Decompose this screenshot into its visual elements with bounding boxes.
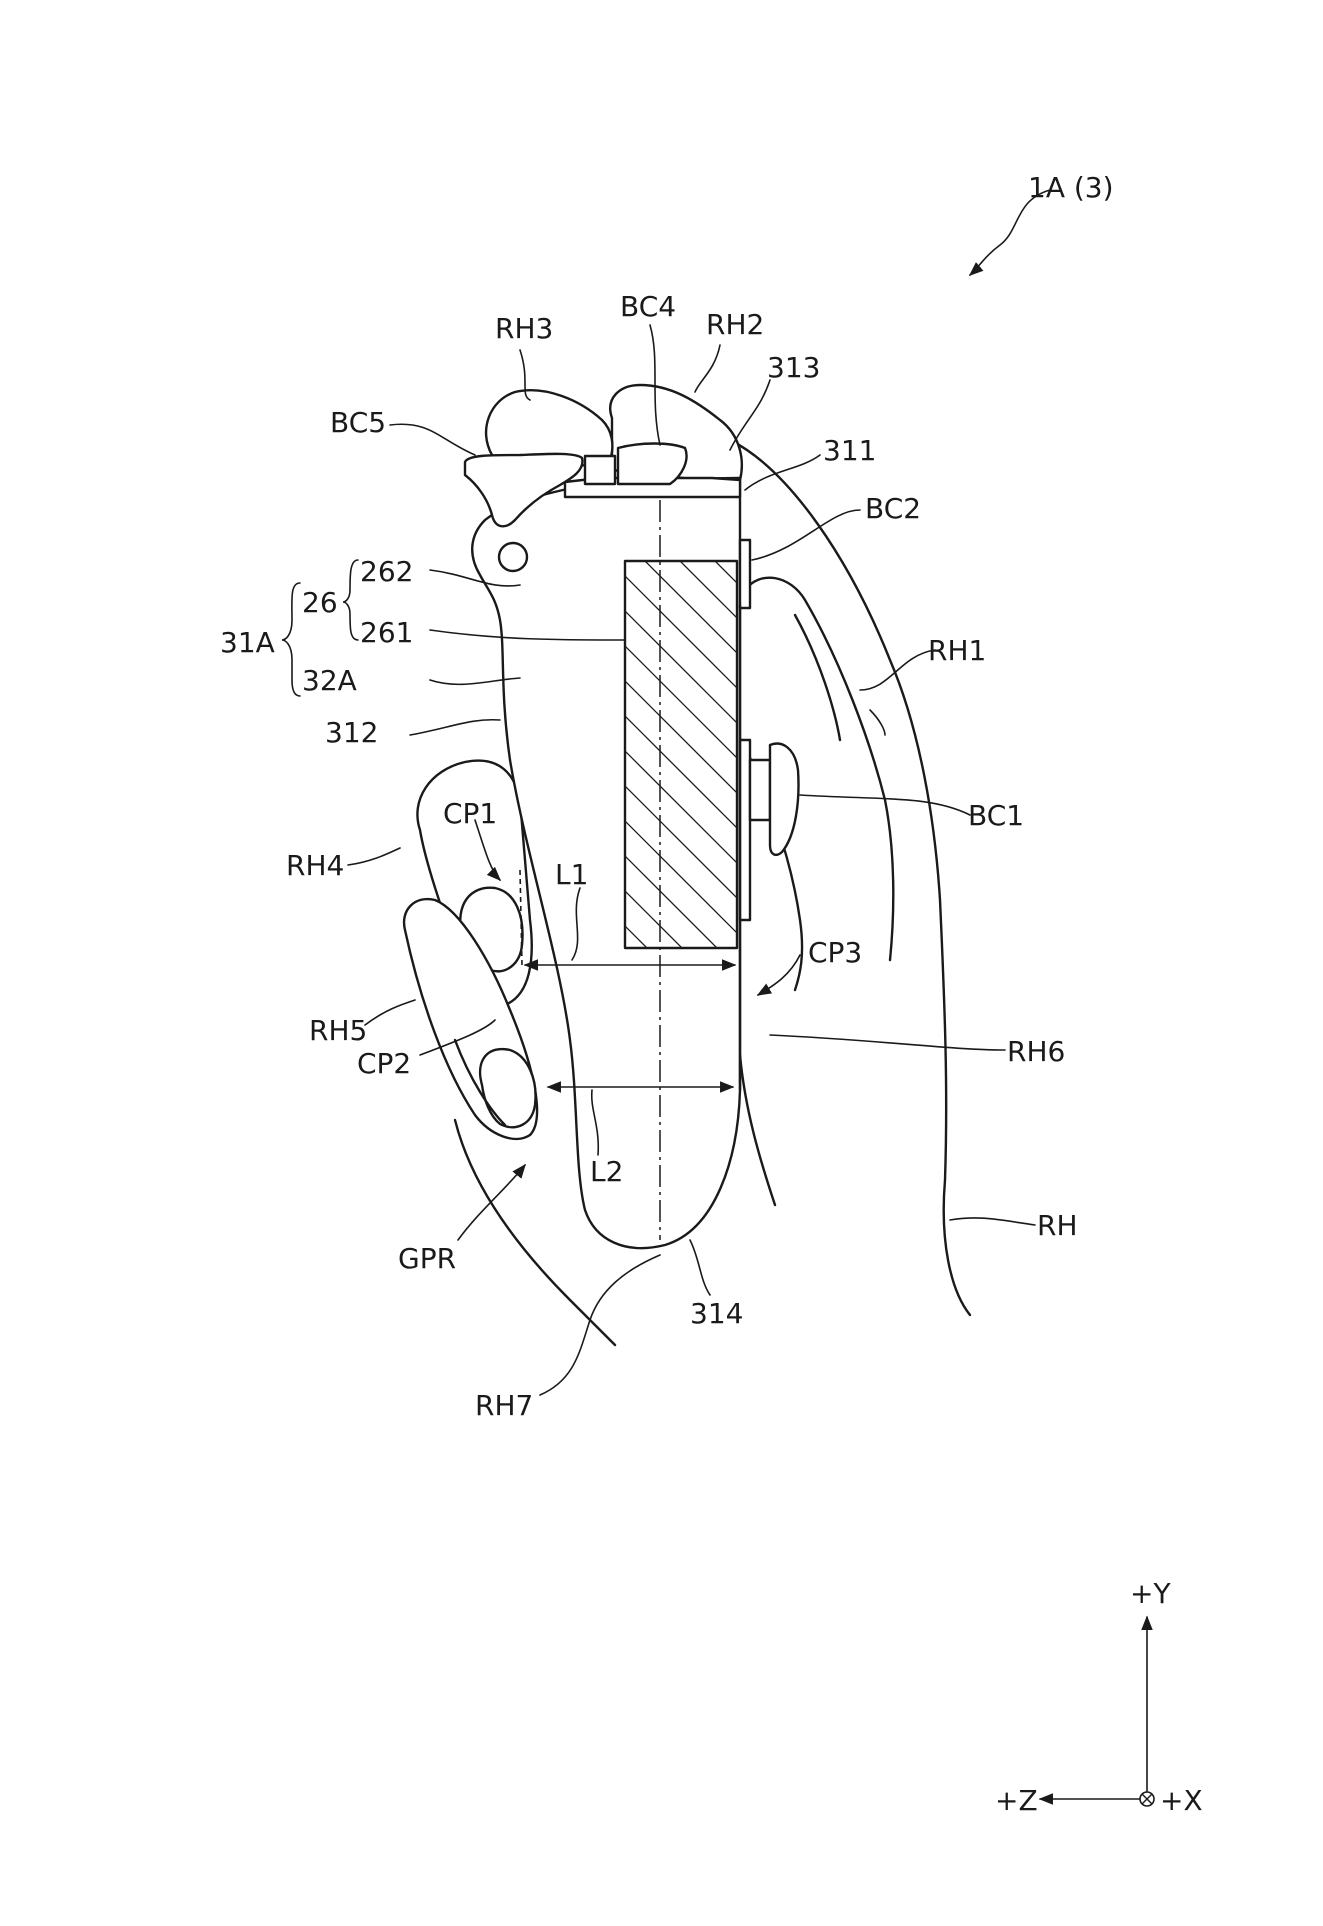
- label-bc5: BC5: [330, 406, 386, 439]
- axis-z-label: +Z: [995, 1784, 1038, 1817]
- leader-311: [744, 454, 821, 491]
- leader-rh: [949, 1217, 1036, 1226]
- label-313: 313: [767, 351, 820, 384]
- finger-rh5-crease: [453, 1038, 507, 1127]
- leader-gpr: [457, 1163, 526, 1241]
- leader-l1: [571, 887, 581, 961]
- brace-31a: [281, 582, 301, 697]
- finger-rh5-nail: [478, 1047, 537, 1129]
- leader-bc1: [799, 794, 971, 816]
- thumb-crease: [793, 613, 842, 742]
- hatched-block-261: [623, 559, 739, 950]
- wrist-left-contour: [453, 1118, 617, 1347]
- labels: 1A (3) BC4 RH3 RH2 313 BC5 311 BC2 262 2…: [220, 171, 1114, 1422]
- axis-x-label: +X: [1160, 1784, 1203, 1817]
- leader-312: [409, 718, 501, 736]
- leader-cp1: [474, 819, 502, 882]
- hand-outer-contour: [728, 438, 972, 1317]
- leader-cp3: [756, 954, 801, 996]
- controller-31A: [463, 442, 800, 1250]
- label-cp1: CP1: [443, 797, 497, 830]
- leader-bc5: [389, 423, 476, 456]
- brace-group: [281, 559, 359, 697]
- brace-26: [342, 559, 359, 641]
- thumb-nail-line: [869, 709, 886, 736]
- dimensions: [523, 959, 737, 1093]
- button-bc2: [738, 538, 752, 610]
- label-bc1: BC1: [968, 799, 1024, 832]
- thumb-contour: [743, 576, 895, 962]
- label-bc2: BC2: [865, 492, 921, 525]
- leader-l2: [590, 1089, 600, 1156]
- label-bc4: BC4: [620, 290, 676, 323]
- label-rh6: RH6: [1007, 1035, 1065, 1068]
- leader-bc2: [751, 509, 861, 561]
- label-31a: 31A: [220, 626, 275, 659]
- label-26: 26: [302, 586, 338, 619]
- leader-1a: [968, 189, 1051, 276]
- axis-y-label: +Y: [1130, 1577, 1171, 1610]
- label-figure-ref: 1A (3): [1028, 171, 1114, 204]
- housing-hole: [497, 541, 529, 573]
- button-bc1-stem: [748, 758, 772, 822]
- thenar-contour: [738, 1053, 777, 1207]
- leader-rh7: [539, 1254, 661, 1396]
- button-bc4-base: [583, 454, 617, 486]
- leader-cp2: [419, 1019, 496, 1056]
- hatching: [625, 561, 737, 948]
- label-32a: 32A: [302, 664, 357, 697]
- label-312: 312: [325, 716, 378, 749]
- label-cp2: CP2: [357, 1047, 411, 1080]
- label-rh4: RH4: [286, 849, 344, 882]
- label-rh1: RH1: [928, 634, 986, 667]
- leader-rh5: [364, 999, 416, 1026]
- label-cp3: CP3: [808, 936, 862, 969]
- leader-32a: [429, 677, 521, 686]
- label-rh5: RH5: [309, 1014, 367, 1047]
- contact-cp1-dashline: [519, 869, 523, 966]
- label-rh2: RH2: [706, 308, 764, 341]
- button-bc5: [463, 452, 584, 528]
- label-l1: L1: [555, 858, 588, 891]
- leader-261: [429, 629, 626, 641]
- label-262: 262: [360, 555, 413, 588]
- leader-rh2: [694, 344, 721, 393]
- label-rh7: RH7: [475, 1389, 533, 1422]
- leader-rh1: [859, 649, 936, 691]
- leader-rh4: [347, 847, 401, 866]
- leader-rh3: [519, 349, 531, 401]
- leader-lines: [347, 189, 1051, 1396]
- leader-rh6: [769, 1034, 1006, 1051]
- label-l2: L2: [590, 1155, 623, 1188]
- leader-313: [729, 379, 771, 451]
- button-bc1-rail: [738, 738, 752, 922]
- label-rh3: RH3: [495, 312, 553, 345]
- label-gpr: GPR: [398, 1242, 456, 1275]
- label-261: 261: [360, 616, 413, 649]
- label-314: 314: [690, 1297, 743, 1330]
- leader-262: [429, 569, 521, 587]
- leader-314: [689, 1239, 711, 1296]
- button-bc1-cap: [768, 742, 800, 856]
- leader-bc4: [649, 324, 661, 446]
- axis-x-symbol: [1139, 1791, 1155, 1807]
- label-rh: RH: [1037, 1209, 1078, 1242]
- button-bc4: [616, 442, 688, 486]
- coordinate-axes: +Y +Z +X: [995, 1577, 1203, 1817]
- right-hand: [402, 383, 972, 1347]
- label-311: 311: [823, 434, 876, 467]
- finger-rh3: [484, 389, 614, 472]
